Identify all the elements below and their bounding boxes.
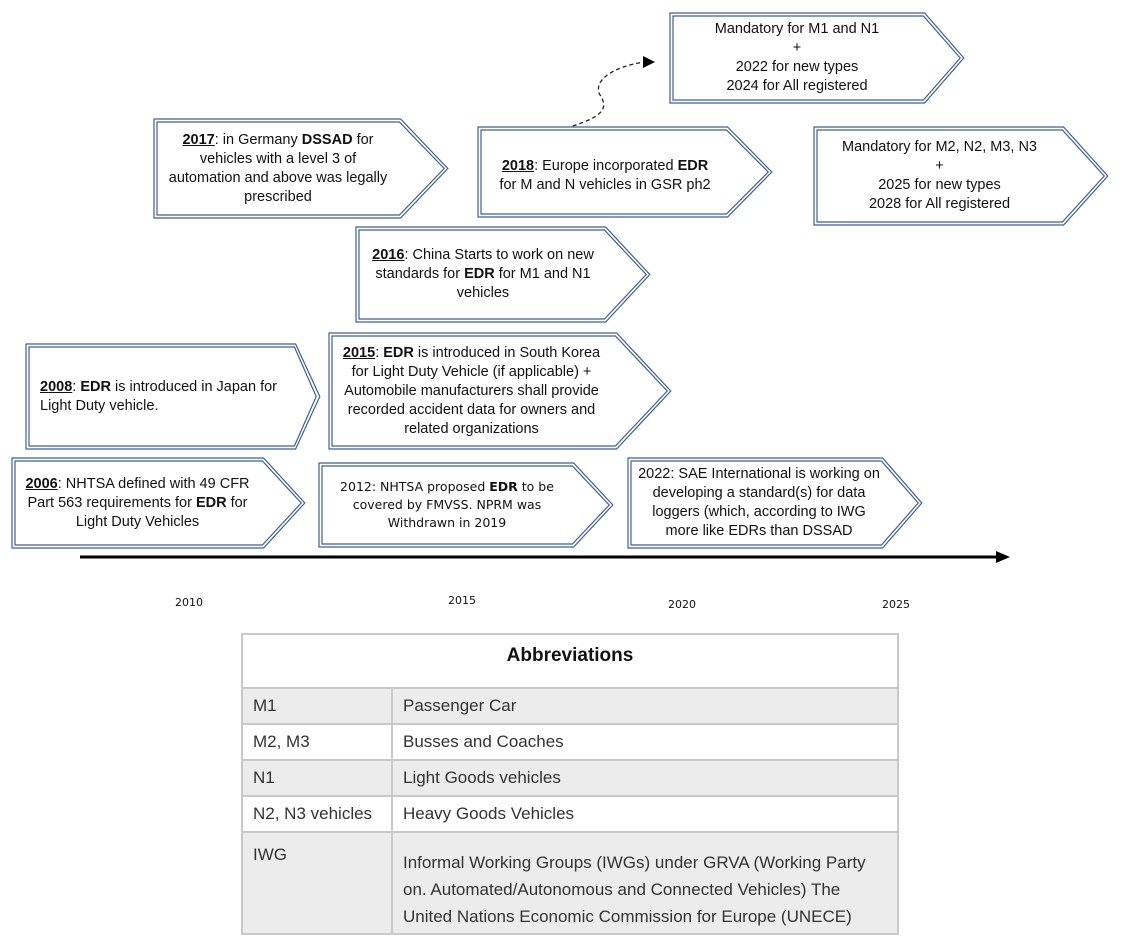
event-2008-arrow: 2008: EDR is introduced in Japan for Lig…	[25, 343, 321, 450]
abbreviations-header-row: Abbreviations	[241, 633, 899, 689]
event-2012-arrow: 2012: NHTSA proposed EDR to be covered b…	[318, 462, 614, 548]
arrow-shape	[328, 332, 672, 450]
tick-2010: 2010	[175, 596, 203, 609]
event-2015-text: 2015: EDR is introduced in South Korea f…	[342, 344, 601, 437]
arrow-shape	[153, 118, 449, 219]
arrow-shape	[813, 126, 1109, 226]
table-row: M2, M3 Busses and Coaches	[241, 723, 899, 761]
event-2006-arrow: 2006: NHTSA defined with 49 CFR Part 563…	[11, 457, 306, 549]
abbr-cell: N2, N3 vehicles	[241, 795, 393, 833]
arrow-shape	[477, 126, 773, 218]
event-2012-text: 2012: NHTSA proposed EDR to be covered b…	[340, 479, 554, 530]
event-2016-text: 2016: China Starts to work on new standa…	[372, 247, 594, 301]
arrow-shape	[669, 12, 965, 104]
event-2016-arrow: 2016: China Starts to work on new standa…	[355, 226, 651, 323]
meaning-cell: Heavy Goods Vehicles	[391, 795, 899, 833]
meaning-cell: Passenger Car	[391, 687, 899, 725]
table-row: IWG Informal Working Groups (IWGs) under…	[241, 831, 899, 935]
event-2022-text: 2022: SAE International is working on de…	[638, 466, 880, 539]
meaning-cell: Informal Working Groups (IWGs) under GRV…	[391, 831, 899, 935]
meaning-cell: Busses and Coaches	[391, 723, 899, 761]
meaning-cell: Light Goods vehicles	[391, 759, 899, 797]
tick-2015: 2015	[448, 594, 476, 607]
timeline-axis	[80, 56, 1010, 563]
abbr-cell: M2, M3	[241, 723, 393, 761]
event-2006-text: 2006: NHTSA defined with 49 CFR Part 563…	[25, 475, 250, 530]
event-2022-arrow: 2022: SAE International is working on de…	[627, 457, 923, 549]
abbr-cell: IWG	[241, 831, 393, 935]
event-2017-text: 2017: in Germany DSSAD for vehicles with…	[168, 131, 388, 205]
table-row: N2, N3 vehicles Heavy Goods Vehicles	[241, 795, 899, 833]
event-2018-text: 2018: Europe incorporated EDR for M and …	[499, 158, 711, 193]
event-2008-text: 2008: EDR is introduced in Japan for Lig…	[40, 378, 277, 414]
abbreviations-title: Abbreviations	[241, 633, 899, 689]
mandatory-m2-n2-text: Mandatory for M2, N2, M3, N3 + 2025 for …	[841, 139, 1037, 212]
mandatory-m1-n1-arrow: Mandatory for M1 and N1 + 2022 for new t…	[669, 12, 965, 104]
connector-arrowhead	[643, 56, 655, 68]
tick-2025: 2025	[882, 598, 910, 611]
table-row: M1 Passenger Car	[241, 687, 899, 725]
mandatory-m1-n1-text: Mandatory for M1 and N1 + 2022 for new t…	[714, 21, 880, 94]
event-2018-arrow: 2018: Europe incorporated EDR for M and …	[477, 126, 773, 218]
arrow-shape	[355, 226, 651, 323]
arrow-shape	[627, 457, 923, 549]
event-2017-arrow: 2017: in Germany DSSAD for vehicles with…	[153, 118, 449, 219]
abbreviations-table: Abbreviations M1 Passenger Car M2, M3 Bu…	[241, 633, 899, 935]
dashed-connector	[565, 61, 646, 129]
arrow-shape	[25, 343, 321, 450]
arrow-shape	[318, 462, 614, 548]
mandatory-m2-n2-arrow: Mandatory for M2, N2, M3, N3 + 2025 for …	[813, 126, 1109, 226]
table-row: N1 Light Goods vehicles	[241, 759, 899, 797]
abbr-cell: N1	[241, 759, 393, 797]
arrow-shape	[11, 457, 306, 549]
abbr-cell: M1	[241, 687, 393, 725]
tick-2020: 2020	[668, 598, 696, 611]
event-2015-arrow: 2015: EDR is introduced in South Korea f…	[328, 332, 672, 450]
